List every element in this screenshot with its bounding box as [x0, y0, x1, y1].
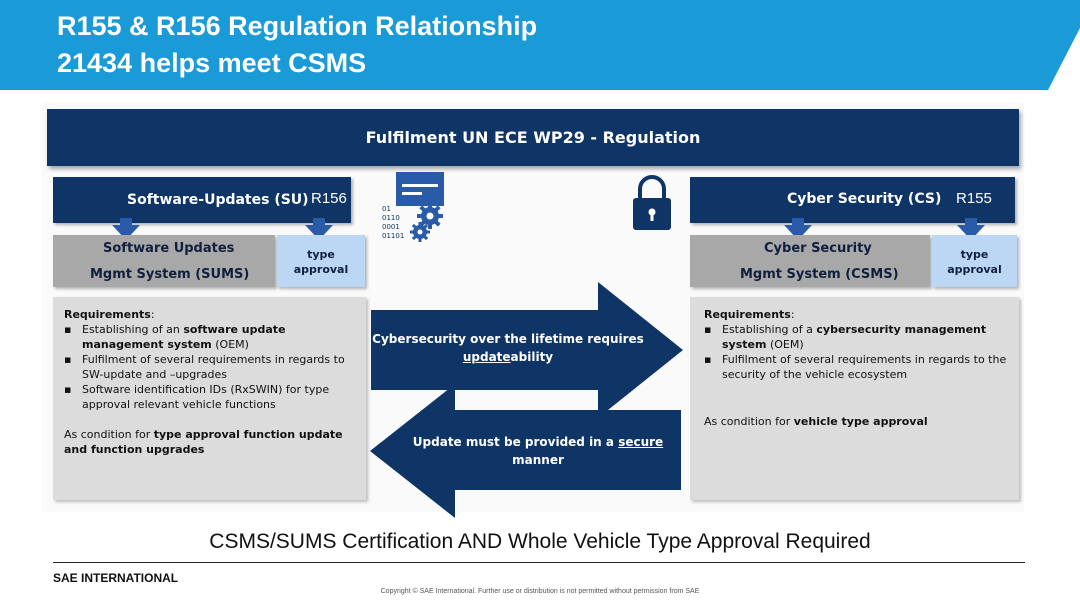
- software-updates-title: Software-Updates (SU): [127, 192, 309, 208]
- r156-label: R156: [311, 190, 347, 207]
- binary-line-2: 0110: [382, 214, 400, 222]
- padlock-icon: [633, 175, 671, 230]
- r155-label: R155: [956, 190, 992, 207]
- copyright-notice: Copyright © SAE International. Further u…: [380, 588, 700, 595]
- regulation-bar-label: Fulfilment UN ECE WP29 - Regulation: [365, 128, 701, 147]
- su-condition: As condition for type approval function …: [64, 428, 343, 456]
- slide-subtitle: 21434 helps meet CSMS: [57, 48, 367, 78]
- su-requirement-2: Fulfilment of several requirements in re…: [64, 352, 362, 382]
- csms-line2: Mgmt System (CSMS): [740, 267, 899, 282]
- certification-statement: CSMS/SUMS Certification AND Whole Vehicl…: [209, 530, 871, 553]
- sums-box: Software Updates Mgmt System (SUMS): [53, 235, 275, 287]
- cyber-security-header: [690, 177, 1015, 223]
- su-requirement-1: Establishing of an software update manag…: [64, 322, 362, 352]
- su-approval-line1: type: [307, 248, 335, 261]
- cs-condition: As condition for vehicle type approval: [704, 415, 928, 428]
- organization-name: SAE INTERNATIONAL: [53, 571, 179, 585]
- binary-line-1: 01: [382, 205, 391, 213]
- csms-line1: Cyber Security: [764, 241, 872, 256]
- cs-approval-down-arrow-icon: [957, 218, 985, 240]
- cs-approval-line2: approval: [947, 263, 1002, 276]
- binary-gears-icon: 01 0110 0001 01101: [382, 172, 444, 242]
- su-requirements-box: Requirements: Establishing of an softwar…: [53, 297, 366, 500]
- cs-approval-line1: type: [960, 248, 989, 261]
- cyber-security-title: Cyber Security (CS): [787, 191, 942, 207]
- cs-requirements-heading: Requirements: [704, 308, 791, 321]
- su-approval-down-arrow-icon: [305, 218, 333, 240]
- regulation-bar: Fulfilment UN ECE WP29 - Regulation: [47, 109, 1019, 166]
- su-requirements-heading: Requirements: [64, 308, 151, 321]
- su-type-approval-box: type approval: [277, 235, 365, 287]
- su-down-arrow-icon: [112, 218, 140, 240]
- software-updates-header: [53, 177, 351, 223]
- footer-divider: [53, 562, 1025, 563]
- su-approval-line2: approval: [293, 263, 349, 276]
- right-arrow-text: Cybersecurity over the lifetime requires…: [372, 332, 644, 364]
- cs-type-approval-box: type approval: [932, 235, 1017, 287]
- left-arrow: [370, 384, 681, 518]
- binary-line-3: 0001: [382, 223, 400, 231]
- cs-requirement-2: Fulfilment of several requirements in re…: [704, 352, 1012, 382]
- right-arrow: [371, 282, 683, 418]
- su-requirement-3: Software identification IDs (RxSWIN) for…: [64, 382, 362, 412]
- cs-requirement-1: Establishing of a cybersecurity manageme…: [704, 322, 1012, 352]
- sums-line1: Software Updates: [103, 241, 235, 256]
- left-arrow-text: Update must be provided in a secure mann…: [412, 435, 664, 467]
- binary-line-4: 01101: [382, 232, 404, 240]
- sums-line2: Mgmt System (SUMS): [90, 267, 250, 282]
- cs-down-arrow-icon: [784, 218, 812, 240]
- cs-requirements-box: Requirements: Establishing of a cybersec…: [690, 297, 1019, 500]
- slide-title: R155 & R156 Regulation Relationship: [57, 11, 538, 41]
- csms-box: Cyber Security Mgmt System (CSMS): [690, 235, 930, 287]
- header-banner: [0, 0, 1080, 90]
